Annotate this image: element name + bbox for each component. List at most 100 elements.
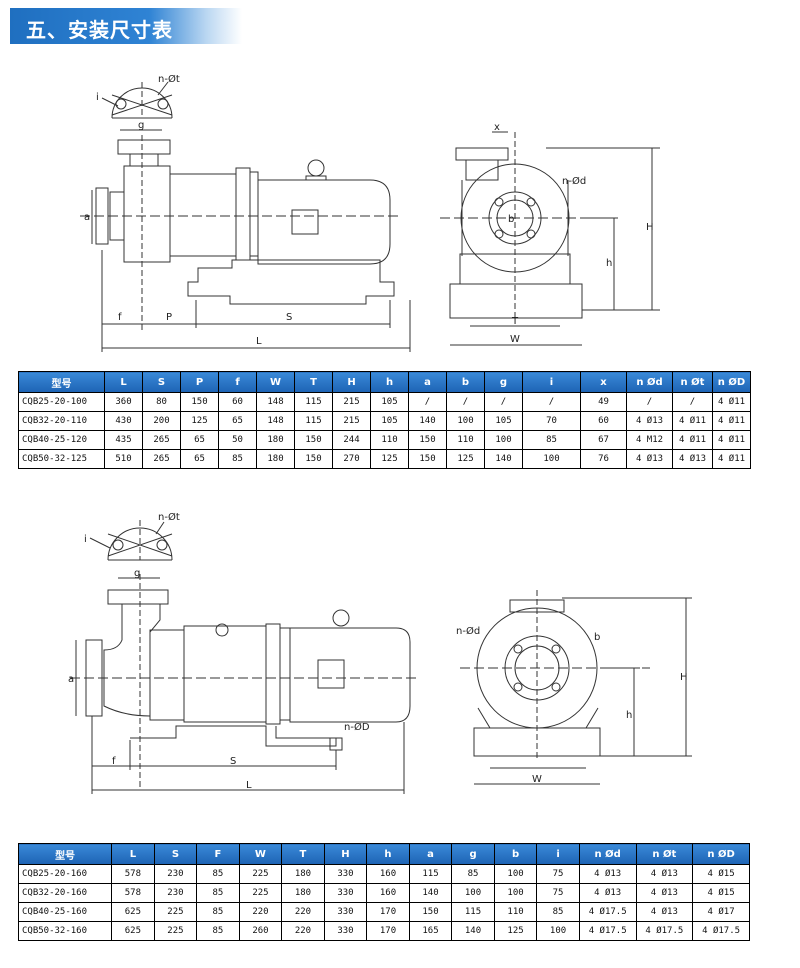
table-cell: 225 bbox=[238, 864, 283, 884]
table-cell: 140 bbox=[408, 411, 447, 431]
table-1-header-cell: b bbox=[446, 371, 485, 393]
table-cell: 4 Ø11 bbox=[712, 392, 751, 412]
table-cell: 360 bbox=[104, 392, 143, 412]
table-cell: 148 bbox=[256, 392, 295, 412]
table-cell: 105 bbox=[484, 411, 523, 431]
table-cell: 220 bbox=[281, 902, 325, 922]
table-cell: 125 bbox=[446, 449, 485, 469]
table-cell: 140 bbox=[484, 449, 523, 469]
drawing-1-labels: n-Øt i g a f P S L x n-Ød b H h T W bbox=[84, 73, 654, 347]
table-cell: 180 bbox=[256, 449, 295, 469]
table-cell: 225 bbox=[238, 883, 283, 903]
table-cell: 60 bbox=[218, 392, 257, 412]
table-cell: 180 bbox=[256, 430, 295, 450]
table-cell: 100 bbox=[451, 883, 495, 903]
table-cell: 125 bbox=[370, 449, 409, 469]
table-cell: 65 bbox=[218, 411, 257, 431]
label2-side-6: f bbox=[112, 756, 116, 767]
table-cell: 150 bbox=[294, 449, 333, 469]
table-1-header-cell: h bbox=[370, 371, 409, 393]
table-cell: 100 bbox=[484, 430, 523, 450]
table-cell: 330 bbox=[323, 921, 368, 941]
table-2-header-cell: n ØD bbox=[692, 843, 750, 865]
table-cell: 244 bbox=[332, 430, 371, 450]
table-cell: 115 bbox=[451, 902, 495, 922]
label-side-5: f bbox=[118, 312, 122, 323]
table-cell: 85 bbox=[196, 902, 240, 922]
table-cell: 170 bbox=[366, 921, 410, 941]
table-1-header-cell: f bbox=[218, 371, 257, 393]
table-cell: 49 bbox=[580, 392, 627, 412]
label-front-2: n-Ød bbox=[562, 175, 586, 187]
table-cell: 270 bbox=[332, 449, 371, 469]
table-1-header-cell: n Øt bbox=[672, 371, 713, 393]
table-cell: / bbox=[446, 392, 485, 412]
table-cell: 110 bbox=[446, 430, 485, 450]
table-cell: 100 bbox=[522, 449, 581, 469]
table-cell: 4 Ø11 bbox=[712, 449, 751, 469]
table-cell: 625 bbox=[111, 902, 155, 922]
table-cell: 100 bbox=[493, 864, 538, 884]
table-2-header-cell: F bbox=[196, 843, 240, 865]
table-2-header-cell: h bbox=[366, 843, 410, 865]
table-cell: 67 bbox=[580, 430, 627, 450]
table-cell: 4 Ø13 bbox=[626, 449, 673, 469]
label2-side-5: n-ØD bbox=[344, 721, 370, 733]
table-2-header-cell: n Øt bbox=[635, 843, 694, 865]
label-side-2: i bbox=[96, 92, 99, 103]
table-cell: CQB50-32-125 bbox=[18, 449, 105, 469]
table-cell: 265 bbox=[142, 430, 181, 450]
table-cell: 85 bbox=[196, 883, 240, 903]
table-cell: 4 Ø17.5 bbox=[578, 902, 637, 922]
table-cell: 76 bbox=[580, 449, 627, 469]
table-1-header-cell: n ØD bbox=[712, 371, 751, 393]
table-cell: 150 bbox=[408, 902, 453, 922]
table-cell: 4 Ø13 bbox=[635, 864, 694, 884]
table-2-header-cell: g bbox=[451, 843, 495, 865]
table-1-header-cell: H bbox=[332, 371, 371, 393]
table-cell: CQB25-20-100 bbox=[18, 392, 105, 412]
table-cell: 4 M12 bbox=[626, 430, 673, 450]
label-front-6: T bbox=[511, 316, 519, 327]
table-2-header-cell: 型号 bbox=[17, 843, 113, 865]
table-cell: 125 bbox=[493, 921, 538, 941]
table-2-header-cell: H bbox=[323, 843, 368, 865]
table-cell: 230 bbox=[153, 883, 198, 903]
table-cell: 4 Ø11 bbox=[672, 411, 713, 431]
table-cell: 578 bbox=[111, 864, 155, 884]
drawing-1-side-view bbox=[80, 81, 411, 352]
label2-front-5: W bbox=[532, 774, 542, 785]
drawing-2-labels: n-Øt i g a n-ØD f S L n-Ød b H h W bbox=[68, 511, 688, 791]
table-2-header-cell: a bbox=[408, 843, 453, 865]
table-cell: 105 bbox=[370, 411, 409, 431]
table-cell: 160 bbox=[366, 864, 410, 884]
label2-front-2: b bbox=[594, 632, 600, 643]
table-cell: 4 Ø15 bbox=[692, 864, 750, 884]
table-cell: 115 bbox=[294, 392, 333, 412]
table-cell: CQB32-20-160 bbox=[17, 883, 113, 903]
table-cell: 160 bbox=[366, 883, 410, 903]
table-cell: 85 bbox=[522, 430, 581, 450]
label-side-7: S bbox=[286, 312, 292, 323]
table-cell: 4 Ø11 bbox=[672, 430, 713, 450]
label-front-4: H bbox=[646, 222, 654, 233]
table-cell: 150 bbox=[294, 430, 333, 450]
table-cell: / bbox=[626, 392, 673, 412]
label-side-8: L bbox=[256, 336, 262, 347]
table-1-header-cell: L bbox=[104, 371, 143, 393]
table-cell: 115 bbox=[294, 411, 333, 431]
label2-front-3: H bbox=[680, 672, 688, 683]
table-cell: 65 bbox=[180, 430, 219, 450]
label2-side-1: n-Øt bbox=[158, 511, 180, 523]
table-cell: 4 Ø17.5 bbox=[635, 921, 694, 941]
table-cell: 150 bbox=[408, 449, 447, 469]
table-cell: 85 bbox=[196, 864, 240, 884]
table-cell: 260 bbox=[238, 921, 283, 941]
table-cell: 85 bbox=[451, 864, 495, 884]
table-2-header-cell: b bbox=[493, 843, 538, 865]
table-cell: 4 Ø13 bbox=[635, 883, 694, 903]
table-cell: CQB40-25-160 bbox=[17, 902, 113, 922]
